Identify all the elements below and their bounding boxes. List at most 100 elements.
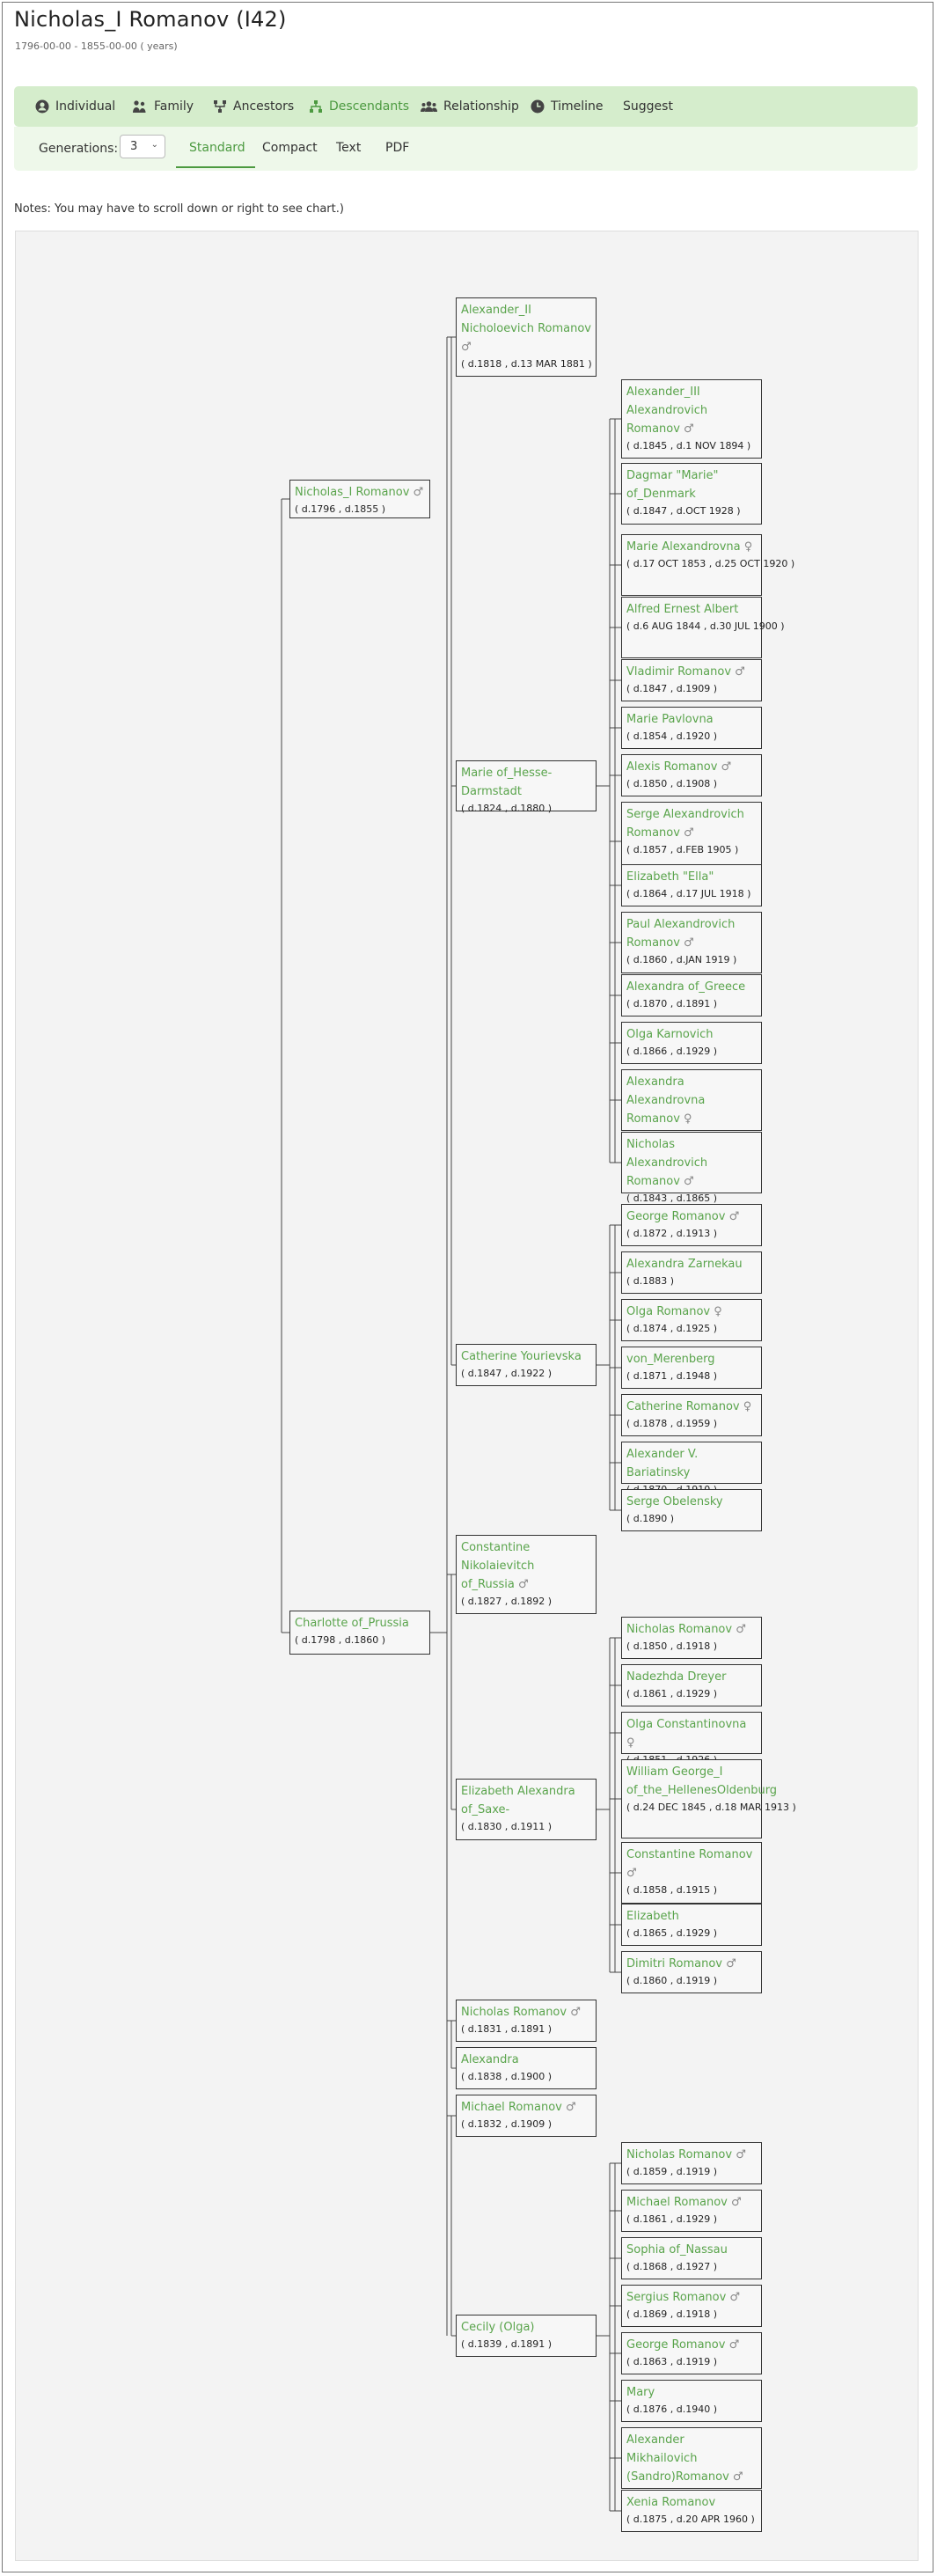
- person-name-link[interactable]: Catherine Romanov ♀: [626, 1398, 757, 1416]
- person-name: Serge Alexandrovich Romanov: [626, 808, 744, 840]
- person-name-link[interactable]: Alexandra Alexandrovna Romanov ♀: [626, 1073, 757, 1128]
- person-name-link[interactable]: Alexandra of_Greece: [626, 978, 757, 996]
- person-name-link[interactable]: Constantine Romanov ♂: [626, 1846, 757, 1882]
- person-box: Vladimir Romanov ♂( d.1847 , d.1909 ): [621, 659, 762, 701]
- person-name: Xenia Romanov: [626, 2496, 716, 2509]
- person-name-link[interactable]: Charlotte of_Prussia: [295, 1614, 425, 1633]
- person-name-link[interactable]: Nicholas Alexandrovich Romanov ♂: [626, 1135, 757, 1191]
- person-name: Olga Romanov: [626, 1305, 711, 1318]
- male-icon: ♂: [679, 826, 694, 840]
- person-name: Dimitri Romanov: [626, 1957, 723, 1971]
- female-icon: ♀: [679, 1112, 692, 1126]
- person-name-link[interactable]: Michael Romanov ♂: [461, 2098, 591, 2117]
- person-box: Nicholas Romanov ♂( d.1831 , d.1891 ): [456, 2000, 597, 2042]
- person-name-link[interactable]: Elizabeth: [626, 1907, 757, 1926]
- person-name-link[interactable]: Cecily (Olga): [461, 2318, 591, 2337]
- person-box: Nicholas_I Romanov ♂( d.1796 , d.1855 ): [289, 480, 430, 518]
- person-dates: ( d.1847 , d.1922 ): [461, 1368, 553, 1379]
- male-icon: ♂: [722, 1957, 736, 1971]
- person-name-link[interactable]: Nadezhda Dreyer: [626, 1668, 757, 1686]
- nav-family-label: Family: [154, 99, 194, 114]
- nav-family[interactable]: Family: [132, 86, 194, 127]
- person-box: Constantine Nikolaievitch of_Russia ♂ ( d…: [456, 1535, 597, 1614]
- person-name: Elizabeth "Ella": [626, 870, 714, 884]
- male-icon: ♂: [461, 341, 472, 354]
- person-name-link[interactable]: Nicholas Romanov ♂: [626, 1620, 757, 1639]
- person-dates: ( d.1865 , d.1929 ): [626, 1927, 718, 1939]
- person-name-link[interactable]: Michael Romanov ♂: [626, 2193, 757, 2212]
- nav-relationship[interactable]: Relationship: [421, 86, 519, 127]
- nav-timeline[interactable]: Timeline: [531, 86, 604, 127]
- person-name-link[interactable]: von_Merenberg: [626, 1350, 757, 1369]
- person-name-link[interactable]: Alexander Mikhailovich (Sandro)Romanov ♂: [626, 2431, 757, 2486]
- person-name-link[interactable]: Olga Karnovich: [626, 1025, 757, 1044]
- person-name-link[interactable]: Elizabeth "Ella": [626, 868, 757, 886]
- chart-notes: Notes: You may have to scroll down or ri…: [14, 202, 344, 216]
- person-box: von_Merenberg( d.1871 , d.1948 ): [621, 1347, 762, 1389]
- family-icon: [133, 100, 146, 113]
- male-icon: ♂: [567, 2006, 581, 2019]
- nav-ancestors[interactable]: Ancestors: [213, 86, 294, 127]
- nav-individual[interactable]: Individual: [35, 86, 115, 127]
- person-dates: ( d.1827 , d.1892 ): [461, 1596, 553, 1607]
- nav-descendants[interactable]: Descendants: [309, 86, 409, 127]
- person-name-link[interactable]: Olga Romanov ♀: [626, 1303, 757, 1321]
- tab-pdf[interactable]: PDF: [385, 141, 410, 155]
- person-name: Nicholas Romanov: [626, 2148, 733, 2161]
- person-name-link[interactable]: William George_I of_the_HellenesOldenbur…: [626, 1763, 777, 1800]
- person-name-link[interactable]: Mary: [626, 2383, 757, 2402]
- person-name-link[interactable]: Serge Alexandrovich Romanov ♂: [626, 805, 757, 842]
- person-name: Paul Alexandrovich Romanov: [626, 918, 736, 950]
- nav-timeline-label: Timeline: [551, 99, 604, 114]
- person-name-link[interactable]: Nicholas Romanov ♂: [626, 2146, 757, 2164]
- nav-suggest[interactable]: Suggest: [623, 86, 673, 127]
- person-name-link[interactable]: Serge Obelensky: [626, 1493, 757, 1511]
- person-name-link[interactable]: Dimitri Romanov ♂: [626, 1955, 757, 1973]
- person-name-link[interactable]: Dagmar "Marie" of_Denmark: [626, 466, 757, 503]
- person-dates: ( d.1854 , d.1920 ): [626, 730, 718, 742]
- person-name-link[interactable]: Alexander_II Nicholoevich Romanov ♂: [461, 301, 591, 356]
- male-icon: ♂: [726, 2291, 741, 2304]
- person-name-link[interactable]: Elizabeth Alexandra of_Saxe-: [461, 1782, 591, 1819]
- person-box: Elizabeth Alexandra of_Saxe-( d.1830 , d…: [456, 1779, 597, 1840]
- person-name-link[interactable]: Nicholas Romanov ♂: [461, 2003, 591, 2022]
- person-box: Alexander Mikhailovich (Sandro)Romanov ♂…: [621, 2427, 762, 2499]
- person-box: Sophia of_Nassau( d.1868 , d.1927 ): [621, 2237, 762, 2279]
- chart-connectors: [281, 336, 621, 2512]
- person-name-link[interactable]: Alexander_III Alexandrovich Romanov ♂: [626, 383, 757, 438]
- person-name-link[interactable]: Nicholas_I Romanov ♂: [295, 483, 425, 502]
- person-name-link[interactable]: Constantine Nikolaievitch of_Russia ♂: [461, 1538, 591, 1594]
- person-name-link[interactable]: Sergius Romanov ♂: [626, 2288, 757, 2307]
- person-box: Marie Alexandrovna ♀( d.17 OCT 1853 , d.…: [621, 534, 794, 596]
- person-name-link[interactable]: Marie Pavlovna: [626, 710, 757, 729]
- generations-select[interactable]: 3 ⌄: [120, 135, 165, 158]
- person-name-link[interactable]: Marie of_Hesse-Darmstadt: [461, 764, 591, 801]
- person-name: Constantine Romanov: [626, 1848, 753, 1861]
- person-name-link[interactable]: Alexandra Zarnekau: [626, 1255, 757, 1273]
- person-name-link[interactable]: Paul Alexandrovich Romanov ♂: [626, 915, 757, 952]
- tab-standard[interactable]: Standard: [189, 141, 245, 155]
- person-name-link[interactable]: Sophia of_Nassau: [626, 2241, 757, 2259]
- person-name-link[interactable]: Alexander V. Bariatinsky: [626, 1445, 757, 1482]
- person-dates: ( d.1839 , d.1891 ): [461, 2338, 553, 2350]
- person-name: George Romanov: [626, 2338, 726, 2352]
- tab-compact[interactable]: Compact: [262, 141, 318, 155]
- person-name-link[interactable]: Catherine Yourievska: [461, 1347, 591, 1366]
- person-name-link[interactable]: Vladimir Romanov ♂: [626, 663, 757, 681]
- person-name: Serge Obelensky: [626, 1495, 723, 1508]
- person-name: Sophia of_Nassau: [626, 2243, 728, 2257]
- person-name: Marie Pavlovna: [626, 713, 714, 726]
- person-name-link[interactable]: George Romanov ♂: [626, 2336, 757, 2354]
- person-name-link[interactable]: George Romanov ♂: [626, 1207, 757, 1226]
- person-dates: ( d.1843 , d.1865 ): [626, 1193, 718, 1204]
- person-box: Marie Pavlovna ( d.1854 , d.1920 ): [621, 707, 762, 749]
- person-name-link[interactable]: Alexandra: [461, 2051, 591, 2069]
- tab-text[interactable]: Text: [336, 141, 362, 155]
- person-box: Michael Romanov ♂( d.1832 , d.1909 ): [456, 2095, 597, 2137]
- person-name-link[interactable]: Olga Constantinovna ♀: [626, 1715, 757, 1752]
- person-name-link[interactable]: Xenia Romanov: [626, 2493, 757, 2512]
- female-icon: ♀: [626, 1736, 635, 1750]
- person-name-link[interactable]: Alfred Ernest Albert: [626, 600, 757, 619]
- person-name-link[interactable]: Alexis Romanov ♂: [626, 758, 757, 776]
- person-name-link[interactable]: Marie Alexandrovna ♀: [626, 538, 757, 556]
